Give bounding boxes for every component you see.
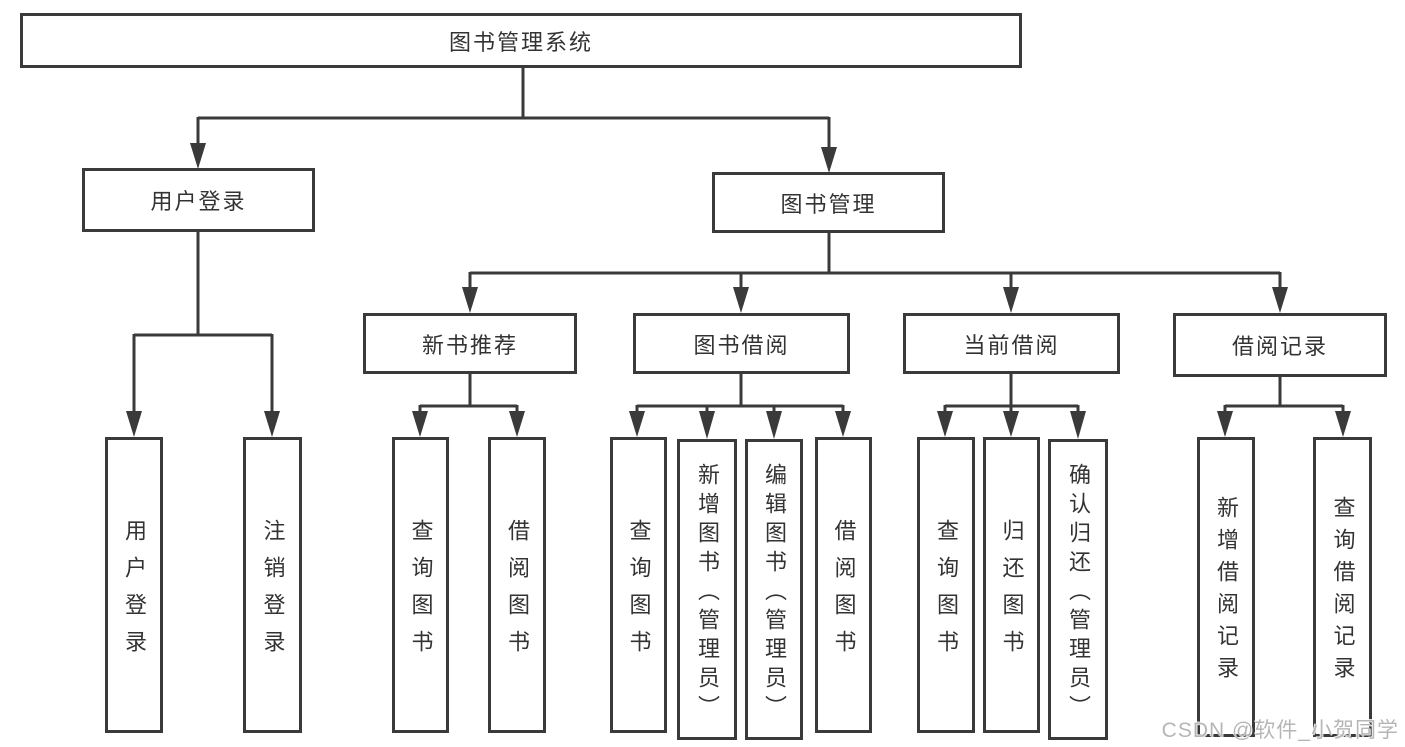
leaf-borrow-books-recommend-label: 借阅图书 (505, 518, 530, 667)
leaf-confirm-return-admin: 确认归还（管理员） (1048, 439, 1108, 740)
node-root-label: 图书管理系统 (448, 29, 593, 55)
leaf-confirm-return-admin-label: 确认归还（管理员） (1066, 462, 1091, 724)
node-book-management-label: 图书管理 (780, 191, 877, 217)
leaf-logout-label: 注销登录 (260, 518, 286, 667)
leaf-logout: 注销登录 (243, 437, 302, 733)
leaf-edit-book-admin: 编辑图书（管理员） (745, 439, 803, 740)
leaf-add-borrow-record: 新增借阅记录 (1197, 437, 1255, 737)
leaf-add-book-admin: 新增图书（管理员） (677, 439, 737, 740)
node-borrow-records: 借阅记录 (1173, 313, 1387, 377)
node-new-book-recommend-label: 新书推荐 (421, 332, 518, 358)
node-current-borrow-label: 当前借阅 (963, 332, 1060, 358)
node-current-borrow: 当前借阅 (903, 313, 1120, 374)
leaf-borrow-books-borrow-label: 借阅图书 (831, 518, 857, 667)
leaf-query-books-recommend: 查询图书 (392, 437, 449, 733)
node-new-book-recommend: 新书推荐 (363, 313, 577, 374)
node-user-login-label: 用户登录 (150, 189, 247, 214)
leaf-return-book-label: 归还图书 (999, 518, 1025, 667)
leaf-return-book: 归还图书 (983, 437, 1040, 733)
leaf-query-books-current-label: 查询图书 (934, 518, 959, 667)
node-root: 图书管理系统 (20, 13, 1022, 68)
leaf-user-login: 用户登录 (105, 437, 163, 733)
leaf-edit-book-admin-label: 编辑图书（管理员） (762, 462, 787, 724)
leaf-user-login-label: 用户登录 (122, 518, 147, 667)
node-user-login: 用户登录 (82, 168, 315, 232)
node-borrow-records-label: 借阅记录 (1231, 334, 1328, 359)
leaf-borrow-books-borrow: 借阅图书 (815, 437, 872, 733)
leaf-borrow-books-recommend: 借阅图书 (488, 437, 546, 733)
arrowheads (126, 143, 1351, 439)
leaf-query-books-borrow-label: 查询图书 (626, 518, 652, 667)
leaf-add-borrow-record-label: 新增借阅记录 (1214, 496, 1239, 688)
leaf-query-books-current: 查询图书 (917, 437, 975, 733)
node-book-borrow-label: 图书借阅 (693, 332, 790, 358)
watermark-text: CSDN @软件_小贺同学 (1161, 719, 1399, 742)
node-book-management: 图书管理 (712, 172, 945, 233)
node-book-borrow: 图书借阅 (633, 313, 850, 374)
leaf-query-borrow-record-label: 查询借阅记录 (1330, 496, 1356, 688)
leaf-add-book-admin-label: 新增图书（管理员） (695, 462, 720, 724)
leaf-query-books-borrow: 查询图书 (610, 437, 667, 733)
leaf-query-borrow-record: 查询借阅记录 (1313, 437, 1372, 737)
leaf-query-books-recommend-label: 查询图书 (408, 518, 434, 667)
